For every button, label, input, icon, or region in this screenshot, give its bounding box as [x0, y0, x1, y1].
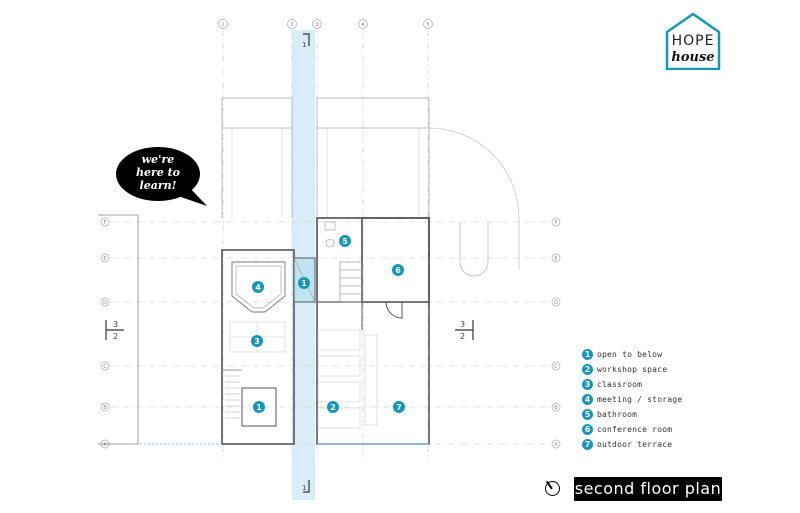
svg-text:5: 5 — [342, 237, 348, 246]
room-tag-4: 4 — [252, 281, 264, 293]
bubble-line-2: here to — [135, 166, 181, 179]
grid-row-labels-left: F E D C B A — [103, 220, 107, 448]
legend-item: 1 open to below — [582, 349, 782, 364]
grid-col-label: 5 — [426, 22, 429, 28]
terrace-arc — [428, 127, 520, 270]
svg-text:2: 2 — [330, 403, 336, 412]
speech-bubble-text: we're here to learn! — [124, 153, 192, 192]
grid-row-label: F — [555, 220, 558, 226]
adjacent-building — [98, 214, 139, 445]
svg-text:1: 1 — [301, 279, 307, 288]
legend-item: 6 conference room — [582, 424, 782, 439]
grid-lines-horizontal — [110, 221, 550, 445]
grid-row-label: A — [103, 442, 107, 448]
hope-house-logo: HOPE house — [664, 12, 722, 70]
svg-text:1: 1 — [256, 403, 262, 412]
svg-text:4: 4 — [255, 283, 261, 292]
pod-outline — [459, 222, 489, 277]
house-outline-icon — [665, 12, 721, 70]
grid-row-label: E — [554, 256, 557, 262]
legend-label: outdoor terrace — [597, 440, 673, 449]
grid-col-label: 4 — [361, 22, 364, 28]
grid-col-label: 3 — [315, 22, 318, 28]
north-arrow-icon — [545, 481, 560, 496]
grid-row-label: B — [554, 405, 558, 411]
stair-treads — [225, 375, 240, 419]
room-tag-1-stair: 1 — [253, 401, 265, 413]
section-left-top: 3 — [113, 320, 118, 329]
logo-word-hope: HOPE — [671, 33, 715, 49]
legend-label: bathroom — [597, 410, 638, 419]
svg-text:6: 6 — [395, 266, 401, 275]
grid-row-label: D — [554, 300, 558, 306]
section-marker-top — [303, 33, 310, 46]
grid-row-label: B — [103, 405, 107, 411]
legend-number-badge: 6 — [582, 424, 593, 435]
legend-label: open to below — [597, 350, 663, 359]
grid-row-label: E — [103, 256, 106, 262]
grid-row-label: D — [103, 300, 107, 306]
room-tag-5: 5 — [339, 235, 351, 247]
legend-label: conference room — [597, 425, 673, 434]
section-left-bottom: 2 — [113, 332, 118, 341]
grid-row-bubbles-left — [100, 217, 110, 449]
core-stair — [339, 261, 363, 303]
room-legend: 1 open to below 2 workshop space 3 class… — [582, 349, 782, 454]
bubble-line-1: we're — [141, 153, 175, 166]
legend-item: 3 classroom — [582, 379, 782, 394]
legend-number-badge: 4 — [582, 394, 593, 405]
stair-enclosure — [222, 369, 277, 427]
legend-number-badge: 2 — [582, 364, 593, 375]
section-marker-left — [105, 320, 124, 340]
workshop-tables — [317, 329, 378, 429]
legend-item: 5 bathroom — [582, 409, 782, 424]
bubble-line-3: learn! — [139, 179, 177, 192]
room-tag-3: 3 — [251, 335, 263, 347]
grid-row-label: A — [554, 442, 558, 448]
legend-label: classroom — [597, 380, 643, 389]
legend-number-badge: 5 — [582, 409, 593, 420]
grid-col-label: 1 — [221, 22, 224, 28]
room-4-outline — [231, 261, 286, 313]
grid-lines-vertical — [222, 30, 429, 460]
legend-number-badge: 1 — [582, 349, 593, 360]
grid-column-bubbles — [218, 19, 433, 29]
legend-number-badge: 7 — [582, 439, 593, 450]
grid-row-bubbles-right — [551, 217, 561, 449]
legend-label: meeting / storage — [597, 395, 683, 404]
section-marker-bottom — [303, 480, 310, 493]
section-marker-right — [455, 320, 474, 340]
terrace-door — [361, 301, 403, 330]
section-right-bottom: 2 — [460, 332, 465, 341]
logo-word-house: house — [671, 50, 715, 65]
grid-column-labels: 1 2 3 4 5 — [221, 22, 429, 28]
room-tag-6: 6 — [392, 264, 404, 276]
roof-outline — [221, 97, 430, 218]
legend-item: 7 outdoor terrace — [582, 439, 782, 454]
section-top-label: 1 — [302, 41, 306, 49]
room-tag-2: 2 — [327, 401, 339, 413]
svg-text:7: 7 — [396, 403, 402, 412]
room-tags: 1 2 3 4 5 6 7 1 — [251, 235, 405, 413]
legend-number-badge: 3 — [582, 379, 593, 390]
svg-text:3: 3 — [254, 337, 260, 346]
room-tag-7: 7 — [393, 401, 405, 413]
grid-row-labels-right: F E D C B A — [554, 220, 558, 448]
speech-bubble — [116, 147, 207, 206]
legend-item: 2 workshop space — [582, 364, 782, 379]
legend-item: 4 meeting / storage — [582, 394, 782, 409]
grid-row-label: F — [104, 220, 107, 226]
legend-label: workshop space — [597, 365, 668, 374]
grid-col-label: 2 — [290, 22, 293, 28]
plan-title: second floor plan — [574, 477, 722, 501]
section-right-top: 3 — [460, 320, 465, 329]
grid-row-label: C — [103, 364, 107, 370]
room-tag-1: 1 — [298, 277, 310, 289]
section-bottom-label: 1 — [302, 484, 306, 492]
bathroom-fixtures — [324, 221, 336, 248]
grid-row-label: C — [554, 364, 558, 370]
